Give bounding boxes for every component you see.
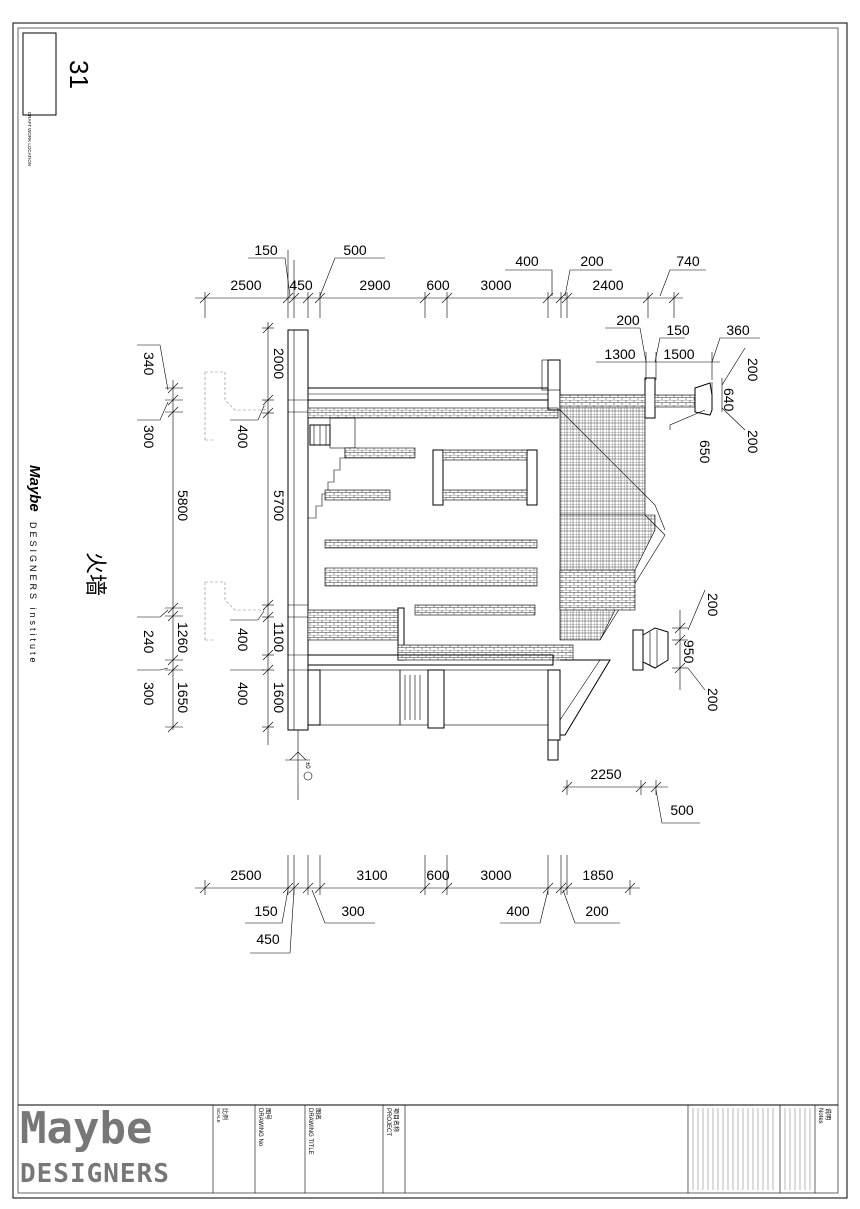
dim-right-lower-2: 950 [681,640,697,664]
dim-left-inner-7: 1600 [271,682,287,713]
dim-right-upper-8: 200 [745,430,761,454]
dim-bottom-below-2: 300 [341,903,365,919]
tile-block-left [307,609,399,641]
field-drawing-no-cn: 图号 [264,1108,271,1120]
dim-left-outer-4: 240 [141,630,157,654]
dim-right-upper-3: 360 [726,322,750,338]
dim-bottom-4: 3000 [480,867,511,883]
dim-right-lower-3: 200 [705,688,721,712]
bottom-inner-dimensions [561,780,700,824]
elevation-marker: ±0 [285,730,313,800]
dim-bottom-inner-1: 2250 [590,766,621,782]
dim-right-lower-1: 200 [705,593,721,617]
brand-vertical-sub: DESIGNERS institute [28,522,38,666]
dim-left-inner-2: 400 [235,425,251,449]
dim-bottom-5: 1850 [582,867,613,883]
location-tag: DRAFT WORK LOCATION [27,112,32,166]
field-drawing-title-en: DRAWING TITLE [307,1108,313,1155]
dim-right-upper-1: 200 [616,312,640,328]
dim-top-above-1: 150 [254,242,278,258]
title-block: Maybe DESIGNERS SCALE 比例 DRAWING No 图号 D [20,1103,832,1193]
drawing-title-cn: 火墙 [83,552,108,596]
page-number: 31 [64,60,94,89]
right-upper-dimensions [596,327,760,431]
dim-top-3: 2900 [359,277,390,293]
field-scale-cn: 比例 [221,1108,229,1120]
brand-vertical: Maybe [26,465,43,512]
dim-bottom-2: 3100 [356,867,387,883]
dim-right-upper-6: 200 [745,358,761,382]
tiled-roof-upper [559,394,646,516]
left-outer-dimension-chain [137,344,183,733]
outer-border [12,22,848,1199]
dim-bottom-inner-2: 500 [670,802,694,818]
field-project-en: PROJECT [385,1108,391,1136]
building-elevation [287,329,713,761]
logo-line2: DESIGNERS [20,1159,170,1189]
dim-left-inner-6: 400 [235,682,251,706]
dim-bottom-3: 600 [426,867,450,883]
field-drawing-no-en: DRAWING No [257,1108,263,1147]
dim-bottom-below-5: 450 [256,931,280,947]
top-dimension-chain: 2500 450 2900 600 3000 2400 150 500 400 … [195,242,706,318]
field-notes-cn: 说明 [824,1108,832,1120]
field-scale-en: SCALE [216,1108,221,1123]
page-number-box [22,32,57,116]
dim-left-outer-7: 1650 [175,682,191,713]
inner-border [17,27,839,1194]
tile-row-top [307,407,559,419]
dim-left-inner-1: 2000 [271,348,287,379]
dim-top-1: 2500 [230,277,261,293]
dim-bottom-below-4: 200 [585,903,609,919]
dim-left-inner-3: 5700 [271,490,287,521]
dim-left-outer-5: 1260 [175,622,191,653]
dim-left-inner-5: 1100 [271,622,287,652]
dim-top-2: 450 [289,277,313,293]
ghost-chimney-caps [204,371,266,641]
dim-top-above-2: 500 [343,242,367,258]
dim-left-inner-4: 400 [235,628,251,652]
dim-top-6: 2400 [592,277,623,293]
dim-top-above-5: 740 [676,253,700,269]
right-lower-dimensions [672,589,706,691]
dim-right-upper-2: 150 [666,322,690,338]
dim-right-upper-9: 650 [697,440,713,464]
dim-top-above-4: 200 [580,253,604,269]
field-project-cn: 项目名称 [392,1108,400,1132]
dim-top-4: 600 [426,277,450,293]
logo-line1: Maybe [20,1103,152,1154]
dim-bottom-1: 2500 [230,867,261,883]
left-inner-dimension-chain [230,322,274,745]
dim-left-outer-3: 5800 [175,490,191,521]
dim-left-outer-2: 300 [141,425,157,449]
dim-right-upper-5: 1500 [663,346,694,362]
field-drawing-title-cn: 图名 [314,1108,322,1120]
elevation-mark: ±0 [304,762,310,769]
dim-bottom-below-3: 400 [506,903,530,919]
dim-top-above-3: 400 [515,253,539,269]
field-notes-en: Notes [817,1108,823,1124]
dim-bottom-below-1: 150 [254,903,278,919]
bottom-dimension-chain [195,855,640,954]
dim-left-outer-1: 340 [141,352,157,376]
dim-left-outer-6: 300 [141,682,157,706]
dim-right-upper-4: 1300 [604,346,635,362]
dim-top-5: 3000 [480,277,511,293]
dim-right-upper-7: 640 [721,388,737,412]
